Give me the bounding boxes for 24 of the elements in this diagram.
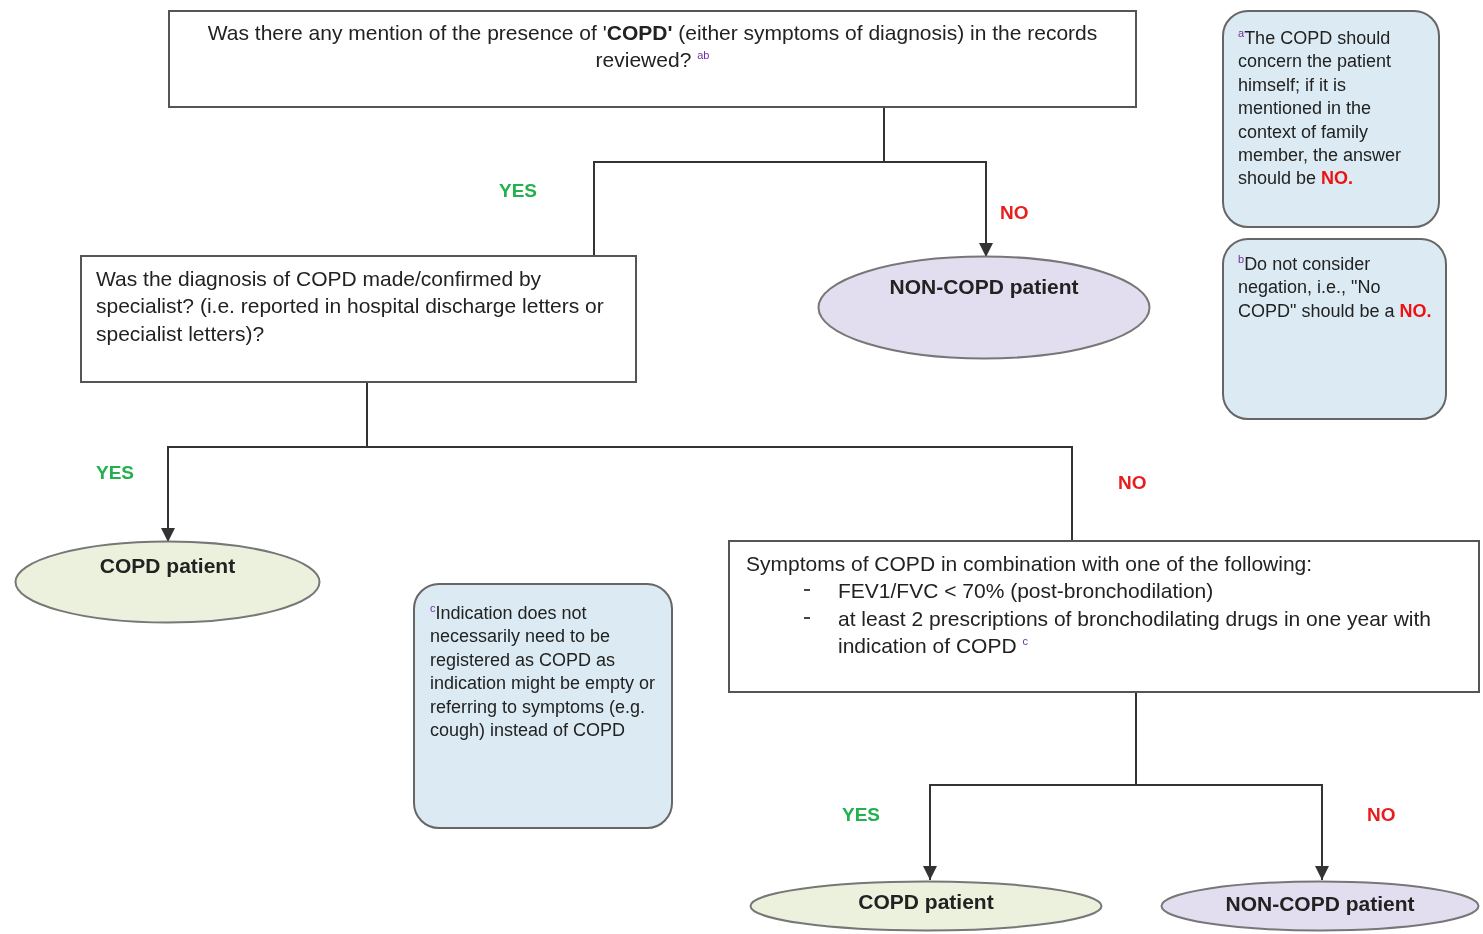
decision-box [728,540,1480,693]
outcome-ellipse [817,255,1151,360]
footnote-box [1222,238,1447,420]
list-item-text: at least 2 prescriptions of bronchodilating drugs in one year with indication of COPD $^{c}$ [746,604,1468,660]
list-item-text: FEV1/FVC < 70% (post-bronchodilation) [746,577,1468,605]
footnote-text: $^{a}$The COPD should concern the patient himself; if it is mentioned in the context of family member, the answer should be NO. [1238,26,1403,191]
footnote-text: $^{b}$Do not consider negation, i.e., "No COPD" should be a NO. [1238,252,1433,323]
decision-box [80,255,637,383]
footnote-box [413,583,673,829]
arrow [1135,692,1329,881]
outcome-ellipse [749,880,1103,932]
outcome-ellipse [14,540,321,624]
outcome-label: NON-COPD patient [888,275,1080,299]
outcome-ellipse [1160,880,1480,932]
footnote-text: $^{c}$Indication does not necessarily need to be registered as COPD as indication might be empty or referring to symptoms (e.g. cough) instead of COPD [430,601,657,742]
question-text: Was there any mention of the presence of 'COPD' (either symptoms of diagnosis) in the records reviewed? $^{ab}$ [206,20,1099,74]
arrow [883,107,993,258]
question-text: Symptoms of COPD in combination with one of the following: [746,551,1314,577]
outcome-label: NON-COPD patient [1224,892,1416,916]
outcome-label: COPD patient [98,554,237,578]
decision-box [168,10,1137,108]
outcome-label: COPD patient [857,890,995,914]
question-text: Was the diagnosis of COPD made/confirmed by specialist? (i.e. reported in hospital discharge letters or specialist letters)? [96,266,605,347]
footnote-box [1222,10,1440,228]
